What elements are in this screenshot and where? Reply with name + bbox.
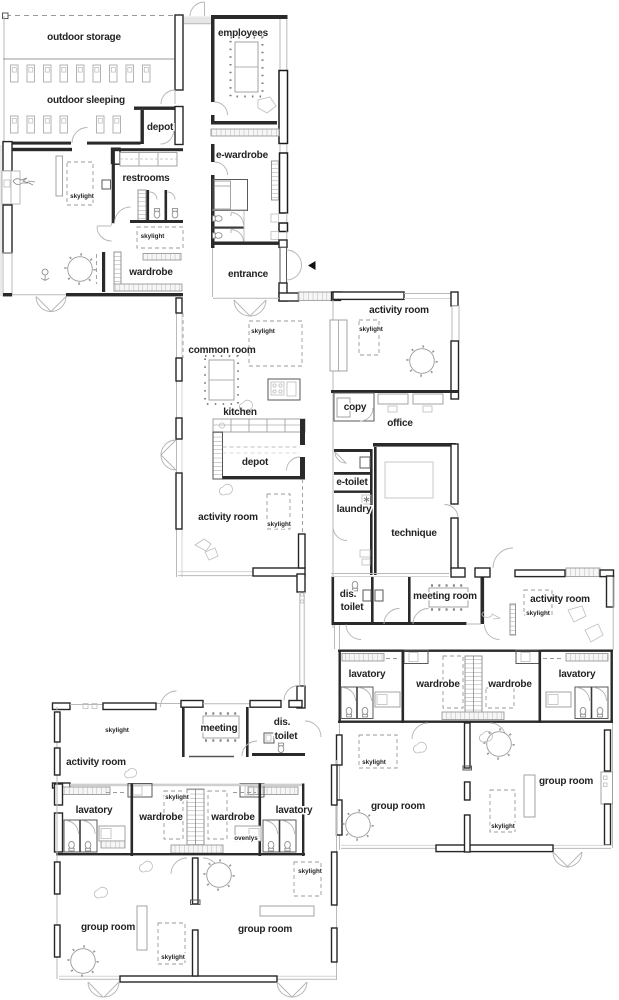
svg-text:kitchen: kitchen [223,407,257,418]
svg-text:skylight: skylight [362,759,387,766]
svg-text:depot: depot [147,122,174,133]
svg-text:group room: group room [81,922,135,933]
svg-text:group room: group room [539,776,593,787]
svg-text:group room: group room [238,924,292,935]
svg-text:laundry: laundry [337,504,372,515]
svg-text:e-wardrobe: e-wardrobe [216,150,269,161]
svg-text:activity room: activity room [530,594,590,605]
svg-text:ovenlys: ovenlys [234,835,258,842]
svg-text:skylight: skylight [359,326,384,333]
svg-text:outdoor storage: outdoor storage [47,32,121,43]
svg-text:wardrobe: wardrobe [210,812,255,823]
svg-text:skylight: skylight [105,727,130,734]
svg-text:depot: depot [242,457,269,468]
svg-text:group room: group room [371,801,425,812]
svg-text:wardrobe: wardrobe [138,812,183,823]
svg-text:outdoor sleeping: outdoor sleeping [47,95,125,106]
svg-text:dis.: dis. [274,717,291,728]
svg-text:skylight: skylight [267,521,292,528]
svg-text:employees: employees [218,28,269,39]
svg-text:technique: technique [391,528,437,539]
svg-text:office: office [387,418,413,429]
svg-text:lavatory: lavatory [76,805,113,816]
svg-text:toilet: toilet [275,731,299,742]
svg-text:activity room: activity room [66,757,126,768]
svg-text:common room: common room [188,345,256,356]
svg-text:e-toilet: e-toilet [336,477,368,488]
svg-text:lavatory: lavatory [276,805,313,816]
svg-text:skylight: skylight [141,233,166,240]
svg-text:activity room: activity room [369,305,429,316]
svg-text:lavatory: lavatory [349,669,386,680]
svg-text:copy: copy [344,402,367,413]
svg-text:lavatory: lavatory [559,669,596,680]
svg-text:wardrobe: wardrobe [128,267,173,278]
svg-text:skylight: skylight [70,193,95,200]
svg-text:meeting room: meeting room [413,591,477,602]
svg-text:activity room: activity room [198,512,258,523]
svg-text:meeting: meeting [201,723,238,734]
svg-text:restrooms: restrooms [122,173,170,184]
svg-text:dis.: dis. [340,589,357,600]
svg-text:skylight: skylight [491,823,516,830]
svg-text:skylight: skylight [298,868,323,875]
svg-text:skylight: skylight [165,794,190,801]
svg-text:toilet: toilet [341,602,365,613]
svg-text:entrance: entrance [228,269,269,280]
svg-text:wardrobe: wardrobe [415,679,460,690]
svg-text:wardrobe: wardrobe [487,679,532,690]
svg-text:skylight: skylight [251,328,276,335]
svg-text:skylight: skylight [526,610,551,617]
svg-text:skylight: skylight [161,954,186,961]
